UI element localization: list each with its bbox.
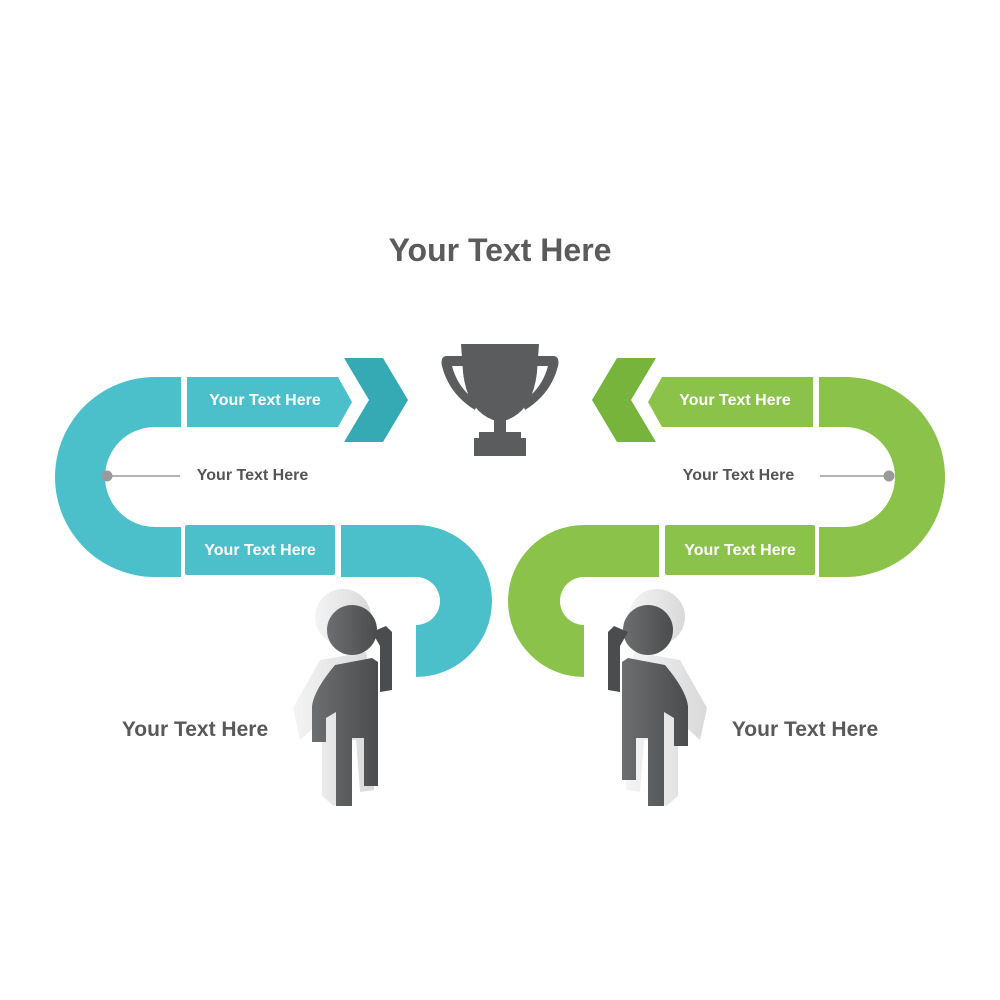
right-top-label: Your Text Here <box>679 392 791 409</box>
left-bottom-label: Your Text Here <box>204 542 316 559</box>
left-chevron-arrow <box>344 358 408 442</box>
right-path <box>508 358 945 677</box>
left-bottom-bar <box>185 525 335 575</box>
right-top-bar <box>648 377 813 427</box>
left-person-label: Your Text Here <box>121 718 269 741</box>
right-bottom-bar <box>665 525 815 575</box>
left-path-hook <box>341 525 492 677</box>
right-chevron-arrow <box>592 358 656 442</box>
right-path-hook <box>508 525 659 677</box>
trophy-icon <box>441 344 559 456</box>
right-person-label: Your Text Here <box>731 718 879 741</box>
right-middle-label: Your Text Here <box>682 467 795 484</box>
left-top-bar <box>187 377 352 427</box>
left-person-icon <box>293 589 392 806</box>
left-path <box>55 358 492 677</box>
right-person-icon <box>608 589 707 806</box>
left-path-curve <box>55 377 181 577</box>
right-path-curve <box>819 377 945 577</box>
left-pointer-dot <box>101 470 113 482</box>
right-pointer-dot <box>883 470 895 482</box>
left-top-label: Your Text Here <box>209 392 321 409</box>
right-bottom-label: Your Text Here <box>684 542 796 559</box>
page-title: Your Text Here <box>388 232 612 268</box>
left-middle-label: Your Text Here <box>196 467 309 484</box>
